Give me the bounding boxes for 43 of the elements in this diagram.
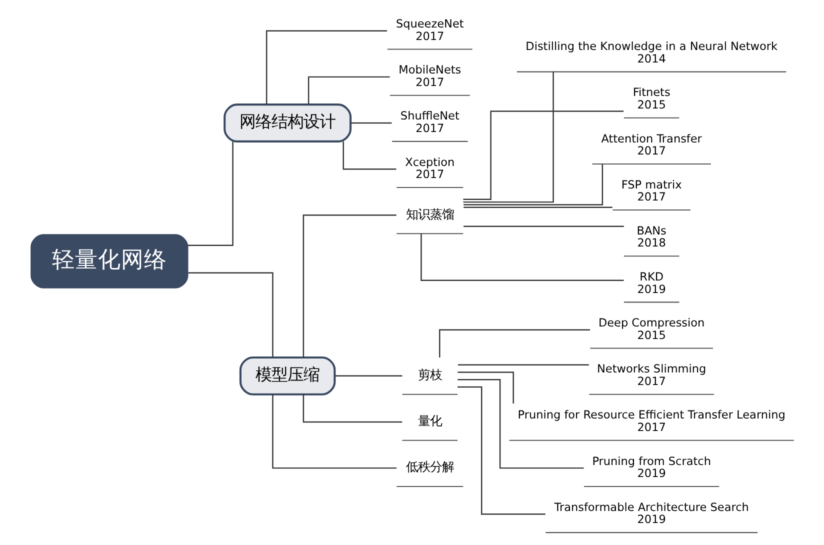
node-text: 低秩分解	[405, 460, 454, 474]
connector	[457, 378, 584, 469]
connector	[302, 394, 402, 423]
connector	[272, 394, 396, 469]
node-text: Xception 2017	[404, 156, 454, 182]
node-box: 模型压缩	[238, 356, 336, 396]
connector	[463, 164, 603, 206]
connector	[342, 141, 396, 170]
node-text: Distilling the Knowledge in a Neural Network 2014	[525, 40, 778, 66]
connector	[188, 272, 273, 358]
connector	[457, 364, 588, 366]
node-text: Fitnets 2015	[632, 86, 670, 112]
connector	[307, 76, 390, 105]
node-text: SqueezeNet 2017	[395, 18, 464, 43]
connector	[462, 110, 624, 200]
connector	[457, 386, 545, 515]
node-text: Pruning from Scratch 2019	[592, 454, 710, 480]
connector	[420, 234, 624, 281]
node-text: FSP matrix 2017	[620, 178, 682, 204]
node-text: 知识蒸馏	[405, 207, 454, 222]
node-text: 量化	[417, 414, 442, 428]
connector	[457, 372, 514, 404]
node-text: Transformable Architecture Search 2019	[554, 500, 748, 526]
node-text: ShuffleNet 2017	[400, 110, 459, 136]
connector	[265, 30, 386, 104]
node-box: 轻量化网络	[30, 234, 188, 288]
connector	[463, 226, 624, 228]
connector	[350, 122, 392, 124]
node-text: Attention Transfer 2017	[600, 132, 702, 158]
node-text: Deep Compression 2015	[598, 316, 704, 342]
node-text: MobileNets 2017	[398, 64, 461, 89]
connector	[463, 206, 612, 208]
connector	[438, 329, 590, 358]
node-text: 剪枝	[417, 368, 442, 382]
node-text: Pruning for Resource Efficient Transfer Learning 2017	[517, 408, 785, 434]
node-text: Networks Slimming 2017	[596, 362, 706, 388]
node-box: 网络结构设计	[223, 104, 352, 142]
connector	[334, 375, 402, 377]
node-text: RKD 2019	[636, 270, 666, 296]
node-text: BANs 2018	[636, 224, 666, 250]
connector	[462, 72, 554, 203]
connector	[187, 142, 233, 246]
connector	[302, 214, 396, 358]
